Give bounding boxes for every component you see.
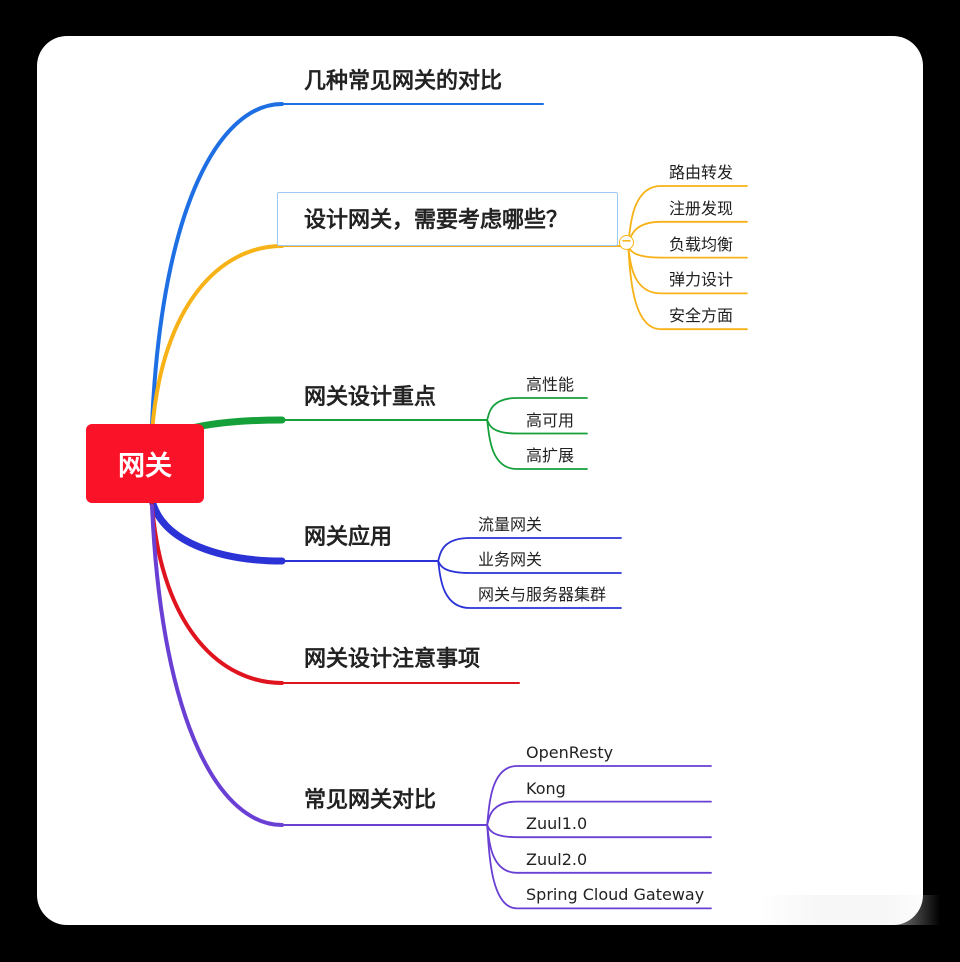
leaf-topic[interactable]: 流量网关 — [478, 515, 543, 534]
leaf-topic[interactable]: OpenResty — [526, 743, 614, 762]
leaf-topic[interactable]: Spring Cloud Gateway — [526, 885, 705, 905]
branch-connector — [150, 244, 284, 434]
leaf-connector — [437, 537, 622, 562]
leaf-connector — [437, 560, 622, 609]
leaf-topic[interactable]: Zuul2.0 — [526, 849, 588, 869]
leaf-topic[interactable]: 负载均衡 — [669, 234, 734, 254]
leaf-topic[interactable]: Zuul1.0 — [526, 814, 588, 834]
leaf-topic[interactable]: 业务网关 — [478, 550, 543, 569]
leaf-connector — [486, 824, 712, 839]
leaf-topic[interactable]: 路由转发 — [669, 163, 734, 182]
branch-connector — [148, 496, 286, 565]
branch-topic[interactable]: 常见网关对比 — [304, 788, 437, 813]
leaf-topic[interactable]: 高扩展 — [526, 446, 575, 465]
leaf-connector — [627, 245, 748, 331]
leaf-topic[interactable]: 安全方面 — [669, 306, 734, 326]
leaf-topic[interactable]: 网关与服务器集群 — [478, 585, 607, 604]
leaf-connector — [486, 824, 712, 910]
branch-topic[interactable]: 几种常见网关的对比 — [304, 69, 503, 94]
branch-connector — [150, 504, 284, 827]
leaf-connector — [486, 765, 712, 826]
branch-topic[interactable]: 网关应用 — [304, 525, 393, 550]
branch-connector — [150, 102, 284, 426]
leaf-topic[interactable]: 注册发现 — [669, 198, 734, 218]
leaf-topic[interactable]: Kong — [526, 778, 566, 798]
leaf-connector — [486, 800, 712, 826]
leaf-connector — [486, 419, 588, 470]
branch-topic[interactable]: 网关设计重点 — [304, 385, 437, 410]
branch-topic[interactable]: 网关设计注意事项 — [304, 647, 481, 672]
leaf-connector — [486, 824, 712, 874]
watermark — [760, 895, 940, 925]
branch-connector — [150, 503, 284, 685]
root-topic[interactable]: 网关 — [86, 424, 204, 503]
selected-topic-frame — [277, 192, 618, 246]
leaf-topic[interactable]: 高可用 — [526, 410, 575, 430]
collapse-toggle-icon[interactable]: − — [619, 235, 634, 250]
leaf-topic[interactable]: 高性能 — [526, 375, 575, 394]
branch-topic[interactable]: 设计网关，需要考虑哪些？ — [304, 208, 569, 233]
leaf-topic[interactable]: 弹力设计 — [669, 270, 734, 290]
leaf-connector — [486, 397, 588, 421]
